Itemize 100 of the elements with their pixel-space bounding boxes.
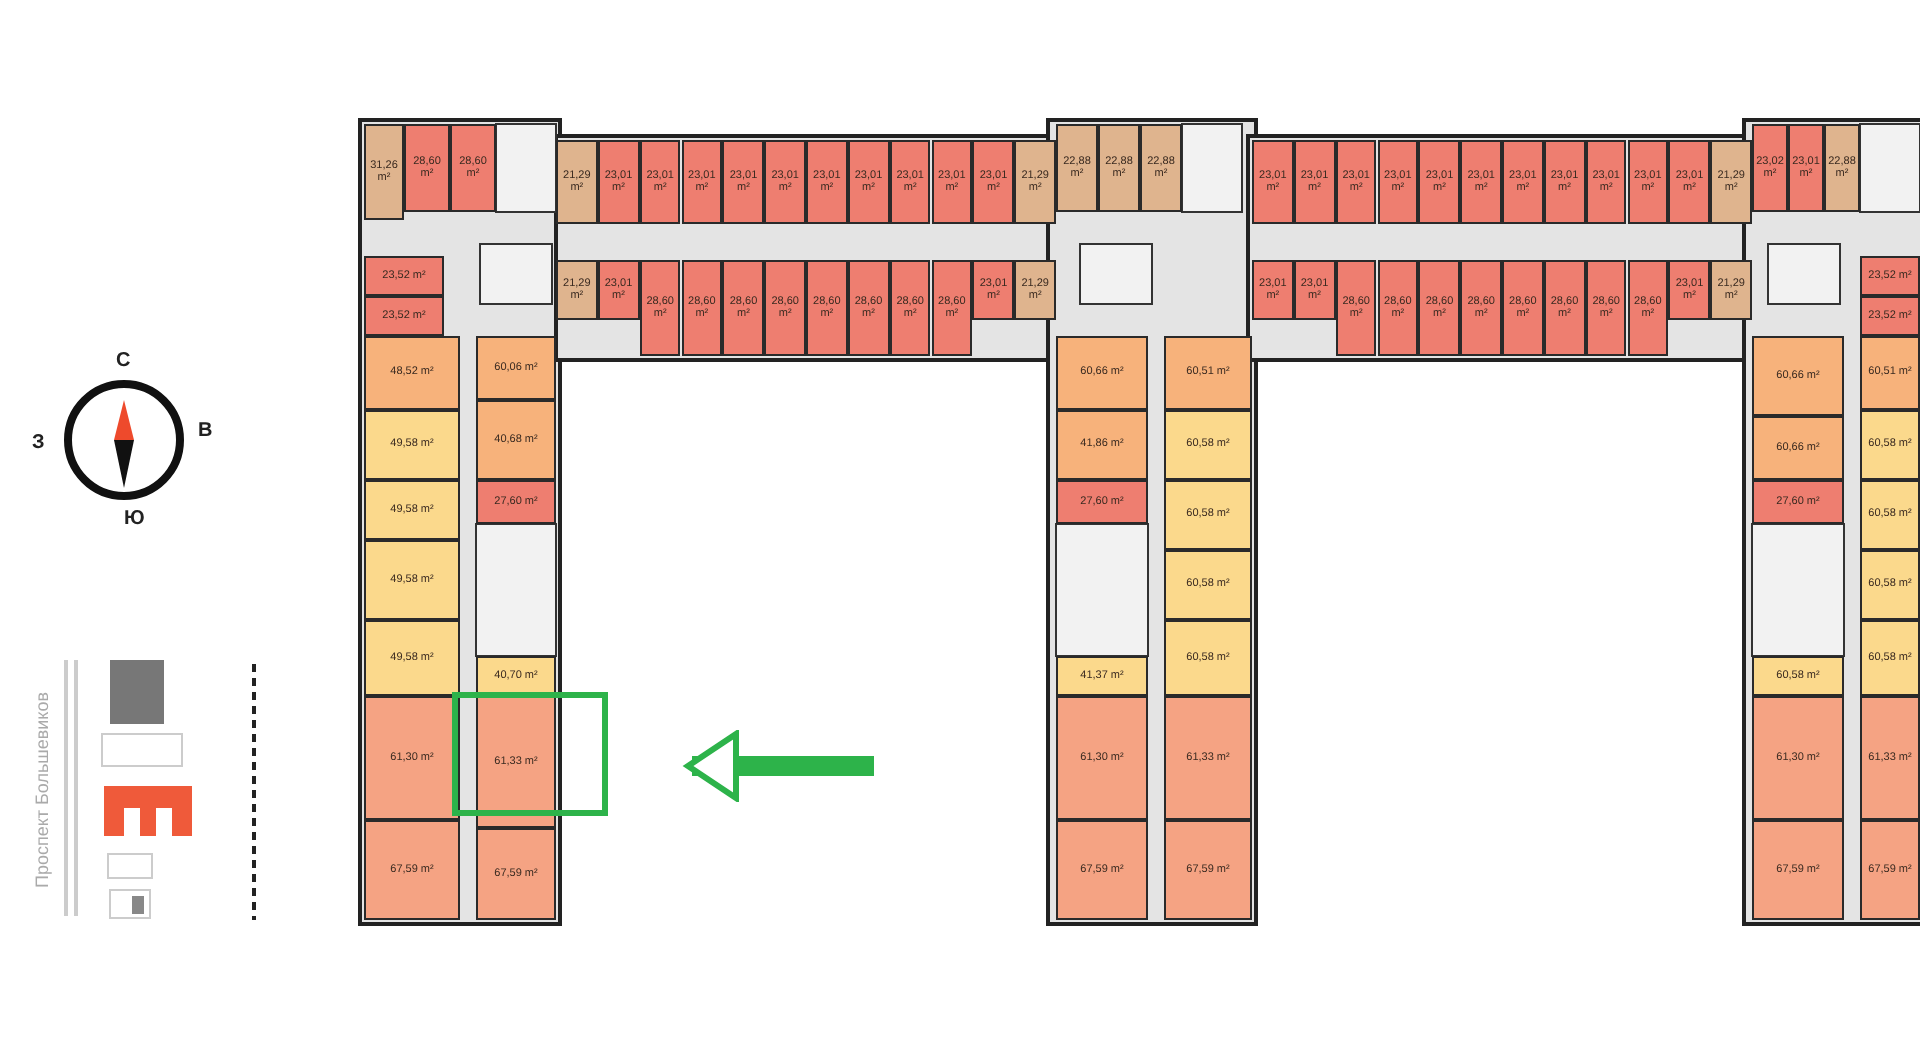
- apartment-unit: [364, 480, 460, 540]
- apartment-unit: [476, 696, 556, 828]
- street-name: Проспект Большевиков: [32, 691, 53, 889]
- apartment-unit: [364, 620, 460, 696]
- apartment-unit: [1460, 140, 1502, 224]
- apartment-unit: [1585, 140, 1627, 224]
- apartment-unit: [1293, 260, 1336, 320]
- pointer-arrow: [685, 731, 874, 801]
- apartment-unit: [722, 260, 765, 356]
- apartment-unit: [972, 260, 1015, 320]
- apartment-unit: [1164, 696, 1252, 820]
- apartment-unit: [972, 140, 1015, 224]
- apartment-unit: [556, 260, 598, 320]
- apartment-unit: [1752, 336, 1844, 416]
- apartment-unit: [1252, 260, 1294, 320]
- apartment-unit: [364, 696, 460, 820]
- apartment-unit: [1056, 820, 1148, 920]
- apartment-unit: [889, 140, 931, 224]
- apartment-unit: [681, 260, 723, 356]
- apartment-unit: [1014, 140, 1056, 224]
- apartment-unit: [806, 260, 848, 356]
- apartment-unit: [1335, 260, 1377, 356]
- apartment-unit: [476, 480, 556, 524]
- apartment-unit: [806, 140, 848, 224]
- apartment-unit: [1377, 140, 1419, 224]
- apartment-unit: [1098, 124, 1140, 212]
- apartment-unit: [1164, 820, 1252, 920]
- apartment-unit: [1252, 140, 1294, 224]
- apartment-unit: [681, 140, 723, 224]
- apartment-unit: [364, 540, 460, 620]
- apartment-unit: [1752, 696, 1844, 820]
- apartment-unit: [1293, 140, 1336, 224]
- apartment-unit: [1056, 480, 1148, 524]
- highlight-frame: [452, 692, 608, 816]
- apartment-unit: [1860, 696, 1920, 820]
- apartment-unit: [1860, 410, 1920, 480]
- apartment-unit: [476, 828, 556, 920]
- apartment-unit: [1056, 656, 1148, 696]
- apartment-unit: [364, 820, 460, 920]
- apartment-unit: [404, 124, 450, 212]
- apartment-unit: [1710, 140, 1752, 224]
- apartment-unit: [476, 400, 556, 480]
- apartment-unit: [1860, 336, 1920, 410]
- apartment-unit: [639, 260, 681, 356]
- apartment-unit: [1164, 550, 1252, 620]
- apartment-unit: [1164, 336, 1252, 410]
- apartment-unit: [764, 140, 806, 224]
- compass-letter: В: [198, 420, 213, 442]
- apartment-unit: [1543, 140, 1586, 224]
- apartment-unit: [1585, 260, 1627, 356]
- apartment-unit: [1056, 336, 1148, 410]
- apartment-unit: [1418, 260, 1461, 356]
- apartment-unit: [1860, 480, 1920, 550]
- apartment-unit: [364, 256, 444, 296]
- apartment-unit: [1824, 124, 1860, 212]
- apartment-unit: [597, 140, 640, 224]
- apartment-unit: [1752, 480, 1844, 524]
- apartment-unit: [1752, 416, 1844, 480]
- compass-letter: З: [32, 432, 45, 454]
- apartment-unit: [1056, 410, 1148, 480]
- apartment-unit: [597, 260, 640, 320]
- apartment-unit: [1140, 124, 1182, 212]
- apartment-unit: [1710, 260, 1752, 320]
- apartment-unit: [1377, 260, 1419, 356]
- compass-letter: Ю: [124, 508, 145, 530]
- apartment-unit: [364, 410, 460, 480]
- apartment-unit: [1502, 140, 1544, 224]
- apartment-unit: [1543, 260, 1586, 356]
- apartment-unit: [847, 260, 890, 356]
- apartment-unit: [1502, 260, 1544, 356]
- apartment-unit: [722, 140, 765, 224]
- apartment-unit: [889, 260, 931, 356]
- apartment-unit: [1752, 124, 1788, 212]
- apartment-unit: [639, 140, 681, 224]
- apartment-unit: [364, 336, 460, 410]
- apartment-unit: [1418, 140, 1461, 224]
- apartment-unit: [1860, 620, 1920, 696]
- apartment-unit: [1752, 820, 1844, 920]
- apartment-unit: [364, 124, 404, 220]
- apartment-unit: [1860, 820, 1920, 920]
- apartment-unit: [1627, 140, 1669, 224]
- apartment-unit: [931, 260, 973, 356]
- apartment-unit: [1860, 256, 1920, 296]
- apartment-unit: [1668, 140, 1711, 224]
- apartment-unit: [1056, 124, 1098, 212]
- apartment-unit: [847, 140, 890, 224]
- apartment-unit: [1627, 260, 1669, 356]
- apartment-unit: [476, 656, 556, 696]
- compass-letter: С: [116, 350, 131, 372]
- apartment-unit: [556, 140, 598, 224]
- apartment-unit: [476, 336, 556, 400]
- apartment-unit: [450, 124, 496, 212]
- apartment-unit: [931, 140, 973, 224]
- apartment-unit: [1788, 124, 1824, 212]
- apartment-unit: [1860, 550, 1920, 620]
- apartment-unit: [364, 296, 444, 336]
- apartment-unit: [1014, 260, 1056, 320]
- apartment-unit: [1056, 696, 1148, 820]
- apartment-unit: [1164, 620, 1252, 696]
- apartment-unit: [1460, 260, 1502, 356]
